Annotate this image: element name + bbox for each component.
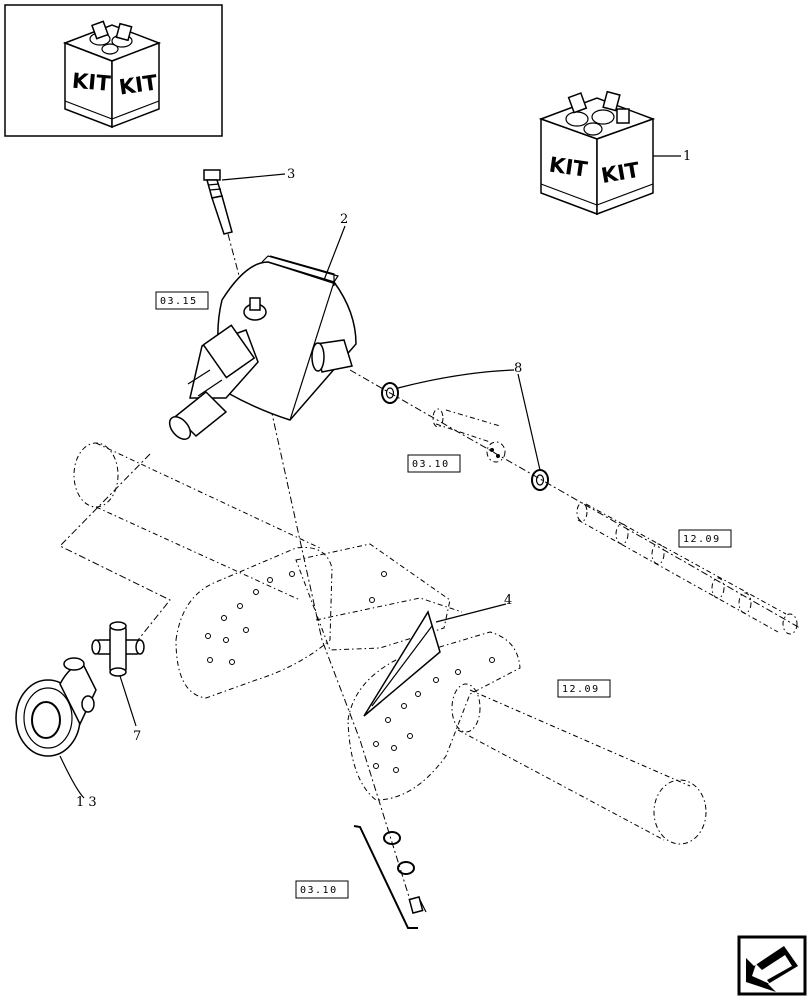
- yoke: [15, 657, 97, 757]
- ghost-coupler-shaft: [432, 408, 506, 463]
- universal-joint-cross: [91, 621, 145, 677]
- leader-7: [119, 675, 137, 727]
- callout-13[interactable]: 1 3: [76, 795, 97, 810]
- cover-plate: [363, 610, 441, 717]
- centreline-input: [59, 453, 171, 661]
- callout-4[interactable]: 4: [504, 593, 512, 608]
- kit-main-left-label: KIT: [548, 153, 590, 182]
- leader-8b: [517, 373, 541, 471]
- breather-plug: [203, 169, 233, 235]
- kit-box-part: KIT KIT: [538, 90, 656, 216]
- leader-2: [323, 225, 346, 281]
- centreline-vertical: [227, 233, 411, 901]
- kit-thumb-right-label: KIT: [118, 70, 160, 99]
- reference-03-15-label: 03.15: [160, 296, 198, 307]
- fastener-group: [383, 831, 427, 914]
- reference-03-10-top[interactable]: 03.10: [407, 454, 461, 473]
- callout-8[interactable]: 8: [514, 361, 522, 376]
- callout-2[interactable]: 2: [340, 212, 348, 227]
- reference-12-09-tube[interactable]: 12.09: [557, 679, 611, 698]
- reference-03-10-bottom-label: 03.10: [300, 885, 338, 896]
- kit-thumb-left-label: KIT: [71, 69, 112, 96]
- leader-4: [435, 603, 507, 623]
- kit-box-icon: [538, 90, 656, 216]
- reference-12-09-tube-label: 12.09: [562, 684, 600, 695]
- washer-upper: [381, 382, 399, 404]
- reference-03-10-bottom[interactable]: 03.10: [295, 880, 349, 899]
- callout-3[interactable]: 3: [287, 167, 295, 182]
- return-arrow-icon[interactable]: [737, 935, 807, 996]
- leader-8a: [397, 369, 515, 389]
- reference-12-09-shaft-label: 12.09: [683, 534, 721, 545]
- callout-7[interactable]: 7: [133, 729, 141, 744]
- kit-box-icon: [62, 20, 162, 129]
- washer-lower: [531, 469, 549, 491]
- kit-thumbnail[interactable]: KIT KIT: [4, 4, 223, 137]
- leader-13: [59, 755, 85, 799]
- ghost-frame: [73, 442, 707, 845]
- bracket-group: [353, 825, 418, 929]
- reference-03-10-top-label: 03.10: [412, 459, 450, 470]
- callout-1[interactable]: 1: [683, 149, 691, 164]
- reference-12-09-shaft[interactable]: 12.09: [678, 529, 732, 548]
- ghost-drive-shaft: [576, 502, 798, 635]
- centreline-shaft: [349, 369, 801, 629]
- gearbox: [168, 255, 357, 440]
- leader-3: [221, 173, 286, 181]
- reference-03-15[interactable]: 03.15: [155, 291, 209, 310]
